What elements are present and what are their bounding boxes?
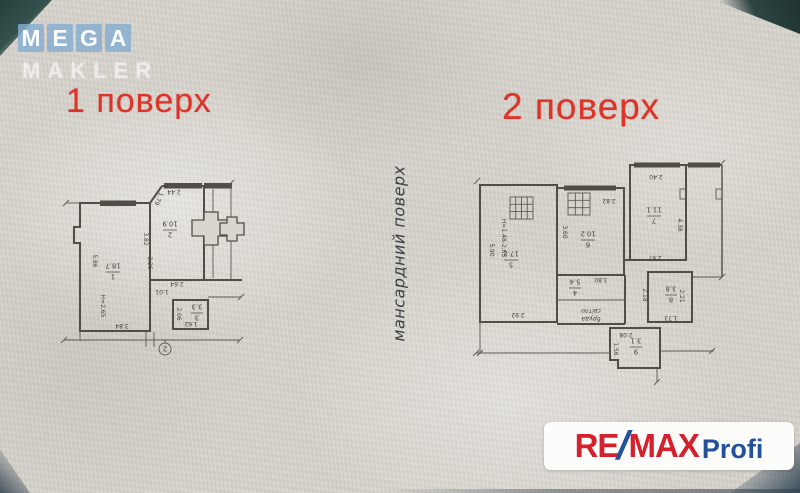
dim-left-height: 5.86 — [91, 254, 98, 268]
dim-room7-bottom: 2.67 — [648, 254, 662, 261]
dim-room7-top: 2.40 — [649, 173, 663, 180]
mega-tile: A — [105, 24, 131, 52]
corner-shadow-bottom-left — [0, 449, 30, 493]
window-hatch — [164, 183, 202, 189]
skylight-grid — [567, 192, 591, 216]
dim-entry-diag: 1.79 — [153, 191, 165, 206]
floor1-title: 1 поверх — [66, 82, 212, 120]
mega-tile: E — [47, 24, 73, 52]
room-number: 5 — [509, 261, 513, 269]
dim-top-width: 2.44 — [167, 188, 181, 195]
room-number: 7 — [652, 217, 656, 225]
window-hatch — [634, 162, 680, 168]
remax-profi-text: Profi — [701, 433, 764, 464]
room2-label: 2 10.9 — [162, 220, 177, 239]
corner-shadow-top-right — [714, 0, 800, 34]
dim-room5-bottom: 2.92 — [511, 311, 525, 318]
dim-left-height: 5.90 — [488, 243, 495, 257]
dim-room8-bottom: 1.73 — [664, 314, 678, 321]
mega-letter: G — [80, 24, 98, 51]
note-line1: бруда — [581, 315, 600, 322]
mega-letter: E — [52, 24, 68, 51]
window-hatch — [688, 162, 720, 168]
dim-room7-right: 4.38 — [676, 218, 683, 232]
room9-label: 9 3.1 — [630, 337, 642, 356]
stairs-note: бруда світло — [581, 307, 601, 322]
dim-room4-top: 3.80 — [594, 276, 608, 283]
bottom-edge-shadow — [380, 489, 800, 493]
chimney-cross — [191, 211, 231, 246]
mega-tile: M — [18, 24, 44, 52]
room-area: 11.1 — [646, 206, 661, 214]
section-marker-number: 2 — [163, 345, 167, 353]
room-number: 4 — [573, 289, 577, 297]
room7-label: 7 11.1 — [646, 206, 661, 225]
dim-wall-lower: 2.26 — [146, 256, 153, 270]
room-area: 10.2 — [580, 230, 595, 238]
mega-letter: A — [109, 24, 127, 51]
window-hatch — [564, 185, 616, 191]
dim-room3-height: 2.06 — [175, 307, 182, 321]
section-marker-circle — [158, 342, 172, 356]
mega-watermark-logo: M E G A — [18, 24, 131, 52]
window-hatch — [100, 200, 136, 206]
room-area: 5.4 — [570, 278, 581, 286]
mansard-floor-vertical-label: мансардний поверх — [389, 165, 409, 342]
room-area: 17.2 — [503, 250, 518, 258]
floor1-walls — [60, 179, 245, 356]
room-number: 1 — [111, 273, 115, 281]
dim-wall-upper: 3.82 — [142, 232, 149, 246]
floor2-plan: 5 17.2 6 10.2 7 11.1 4 5.4 8 3.8 9 3.1 — [472, 159, 726, 386]
chimney-cross — [219, 216, 245, 242]
wall-pilaster — [679, 188, 687, 200]
dim-room8-right: 2.21 — [678, 289, 685, 303]
skylight-grid — [509, 196, 534, 220]
room8-label: 8 3.8 — [665, 285, 677, 304]
room6-label: 6 10.2 — [580, 230, 595, 249]
room-area: 3.8 — [666, 285, 677, 293]
makler-watermark-text: MAKLER — [22, 58, 159, 83]
dim-room9-top: 2.08 — [619, 331, 633, 338]
dim-bottom-width: 3.84 — [115, 322, 129, 329]
dim-ceiling-height: H=1.48-2.65 — [500, 219, 507, 258]
dim-room9-left: 1.56 — [612, 342, 619, 356]
floor2-title: 2 поверх — [502, 86, 660, 127]
note-line2: світло — [581, 307, 601, 314]
wall-pilaster — [715, 188, 723, 200]
room-area: 10.9 — [162, 220, 177, 228]
room3-label: 3 3.3 — [191, 303, 203, 322]
floor1-plan: 1 18.7 2 10.9 3 3.3 5.86 H=2.65 3.84 3.8… — [60, 179, 245, 356]
room-area: 3.1 — [631, 337, 642, 345]
dim-room6-top: 2.82 — [602, 197, 616, 204]
mega-letter: M — [21, 24, 41, 51]
dim-room3-width: 1.62 — [184, 320, 198, 327]
window-hatch — [204, 183, 232, 189]
room-area: 3.3 — [192, 303, 203, 311]
remax-re-text: RE — [574, 427, 620, 464]
dim-ceiling-height: H=2.65 — [99, 295, 106, 318]
room-number: 2 — [168, 231, 172, 239]
room1-label: 1 18.7 — [105, 262, 120, 281]
room5-label: 5 17.2 — [503, 250, 518, 269]
dim-room6-left: 3.60 — [561, 225, 568, 239]
room-number: 3 — [195, 314, 199, 322]
remax-max-text: MAX — [628, 427, 700, 464]
floor2-walls — [472, 159, 726, 386]
room-number: 8 — [669, 296, 673, 304]
mega-tile: G — [76, 24, 102, 52]
room-area: 18.7 — [105, 262, 120, 270]
dim-corridor-width: 2.64 — [170, 280, 184, 287]
room-number: 6 — [586, 241, 590, 249]
room-number: 9 — [634, 348, 638, 356]
dim-corridor-depth: 1.01 — [155, 288, 169, 295]
room4-label: 4 5.4 — [569, 278, 581, 297]
dim-room8-left: 2.18 — [641, 288, 648, 302]
